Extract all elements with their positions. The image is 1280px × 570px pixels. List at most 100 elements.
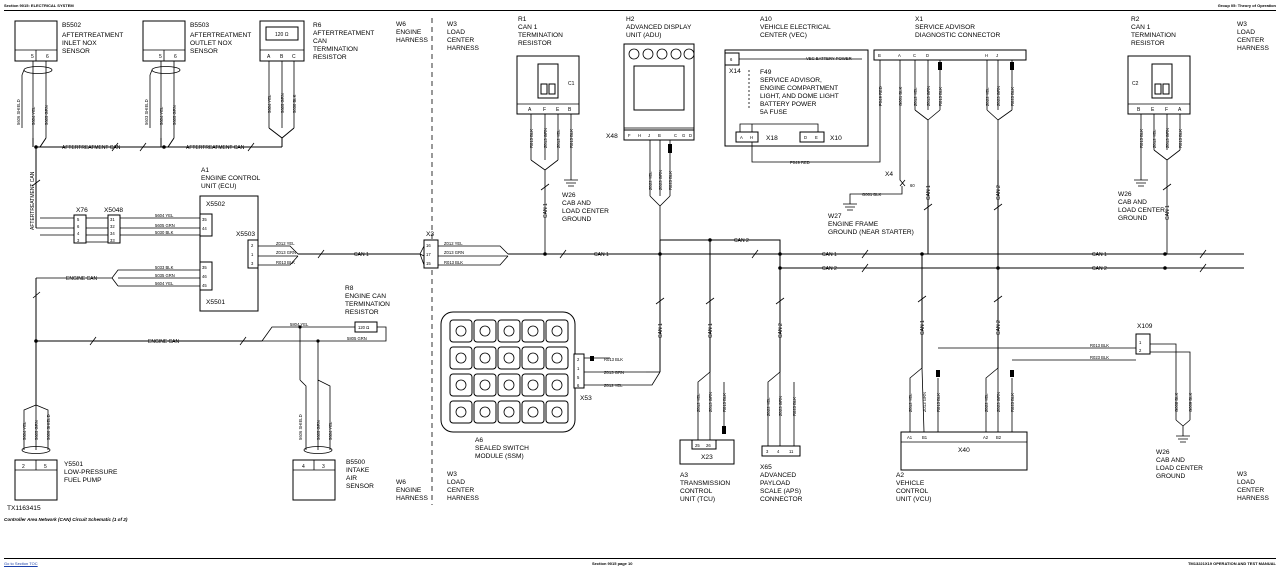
svg-text:A: A [267, 54, 271, 60]
w26-ground-right: W26 CAB AND LOAD CENTER GROUND [1118, 191, 1165, 222]
svg-text:X14: X14 [729, 68, 741, 75]
ssm-switch-icon [455, 325, 467, 337]
svg-text:HARNESS: HARNESS [1237, 495, 1269, 502]
r6-termination-resistor: 120 Ω A B C R6 AFTERTREATMENT CAN TERMIN… [259, 20, 374, 62]
svg-text:Z022 YEL: Z022 YEL [985, 87, 990, 106]
svg-text:LOAD CENTER: LOAD CENTER [562, 208, 609, 215]
svg-text:Z012 YEL: Z012 YEL [556, 129, 561, 148]
ssm-switch-icon [551, 352, 563, 364]
svg-text:5605 GRN: 5605 GRN [280, 93, 285, 113]
svg-text:SERVICE ADVISOR: SERVICE ADVISOR [915, 24, 975, 31]
svg-text:R2: R2 [1131, 16, 1140, 23]
svg-text:CAN 1: CAN 1 [354, 252, 369, 258]
w27-engine-frame-ground: W27 ENGINE FRAME GROUND (NEAR STARTER) [828, 213, 914, 236]
svg-text:AIR: AIR [346, 475, 357, 482]
svg-text:C: C [292, 54, 296, 60]
svg-text:44: 44 [202, 226, 207, 231]
svg-text:SERVICE ADVISOR,: SERVICE ADVISOR, [760, 77, 822, 84]
svg-text:35: 35 [202, 217, 207, 222]
svg-text:W3: W3 [447, 471, 457, 478]
svg-text:B: B [658, 133, 661, 138]
svg-text:X5502: X5502 [206, 201, 225, 208]
header-left: Section 9015: ELECTRICAL SYSTEM [4, 3, 74, 8]
svg-text:RESISTOR: RESISTOR [345, 309, 379, 316]
a6-sealed-switch-module: 2 1 5 6 X53 A6 SEALED SWITCH MODULE (SSM… [440, 311, 592, 460]
svg-text:D: D [689, 133, 692, 138]
svg-text:5606 SHIELD: 5606 SHIELD [298, 414, 303, 440]
svg-text:CAB AND: CAB AND [1118, 199, 1147, 206]
svg-text:A2: A2 [983, 435, 989, 440]
svg-text:HARNESS: HARNESS [396, 37, 428, 44]
svg-text:R013 BLK: R013 BLK [569, 129, 574, 148]
svg-text:R013 BLK: R013 BLK [604, 357, 623, 362]
svg-text:Z012 YEL: Z012 YEL [913, 87, 918, 106]
svg-text:32: 32 [110, 224, 115, 229]
svg-text:5804 YEL: 5804 YEL [290, 322, 309, 327]
bus-label-can2: CAN 2 [734, 238, 749, 244]
svg-text:H: H [985, 53, 988, 58]
svg-text:A3: A3 [680, 472, 688, 479]
svg-text:17: 17 [426, 252, 431, 257]
svg-text:CAN: CAN [313, 38, 327, 45]
svg-text:B: B [280, 54, 284, 60]
svg-text:33: 33 [110, 238, 115, 243]
harness-label-bottom-w6: W6 ENGINE HARNESS [396, 479, 428, 502]
svg-text:R023 BLK: R023 BLK [1090, 355, 1109, 360]
svg-text:4: 4 [77, 231, 80, 236]
svg-text:Z013 GRN: Z013 GRN [604, 370, 624, 375]
svg-text:SENSOR: SENSOR [62, 48, 90, 55]
svg-text:SEALED SWITCH: SEALED SWITCH [475, 445, 529, 452]
svg-text:120 Ω: 120 Ω [275, 32, 289, 38]
svg-text:B: B [1137, 107, 1141, 113]
ssm-switch [473, 319, 497, 343]
svg-text:120 Ω: 120 Ω [358, 325, 369, 330]
svg-text:5604 YEL: 5604 YEL [159, 106, 164, 125]
h2-advanced-display-unit: H2 ADVANCED DISPLAY UNIT (ADU) X48 F H J… [606, 16, 695, 141]
svg-text:C: C [674, 133, 677, 138]
svg-text:5605 GRN: 5605 GRN [34, 420, 39, 440]
svg-text:CAN 1: CAN 1 [1131, 24, 1151, 31]
ssm-switch [497, 346, 521, 370]
svg-text:RESISTOR: RESISTOR [518, 40, 552, 47]
svg-text:R013 BLK: R013 BLK [444, 260, 463, 265]
svg-text:BATTERY POWER: BATTERY POWER [760, 101, 817, 108]
svg-text:CAN 2: CAN 2 [1092, 266, 1107, 272]
svg-text:26: 26 [706, 443, 711, 448]
svg-text:Z013 GRN: Z013 GRN [708, 392, 713, 412]
page-header: Section 9015: ELECTRICAL SYSTEM Group 05… [0, 0, 1280, 12]
svg-text:LOAD: LOAD [447, 479, 465, 486]
figure-id: TX1163415 [7, 505, 41, 512]
svg-text:X5503: X5503 [236, 231, 255, 238]
svg-text:3: 3 [766, 449, 769, 454]
svg-text:AFTERTREATMENT: AFTERTREATMENT [190, 32, 251, 39]
svg-text:15: 15 [426, 261, 431, 266]
x76-connector: X76 5 6 4 3 [73, 207, 88, 244]
a3-transmission-control-unit: 25 26 X23 A3 TRANSMISSION CONTROL UNIT (… [679, 439, 735, 503]
harness-label-top-right-w3: W3 LOAD CENTER HARNESS [1237, 21, 1269, 52]
svg-text:Z012 YEL: Z012 YEL [696, 393, 701, 412]
page-footer: Go to Section TOC Section 9015 page 10 T… [0, 558, 1280, 570]
svg-text:AFTERTREATMENT: AFTERTREATMENT [313, 30, 374, 37]
svg-text:H2: H2 [626, 16, 635, 23]
svg-text:5604 YEL: 5604 YEL [31, 106, 36, 125]
svg-text:W3: W3 [1237, 471, 1247, 478]
svg-text:SENSOR: SENSOR [346, 483, 374, 490]
toc-link[interactable]: Go to Section TOC [4, 561, 38, 566]
footer-page: Section 9015 page 10 [592, 561, 633, 566]
svg-text:ADVANCED: ADVANCED [760, 472, 796, 479]
ssm-switch-icon [503, 352, 515, 364]
svg-text:B: B [568, 107, 572, 113]
svg-text:G008 BLK: G008 BLK [1174, 392, 1179, 412]
ssm-switch-icon [503, 379, 515, 391]
bus-label-can1: CAN 1 [594, 252, 609, 258]
svg-text:RESISTOR: RESISTOR [313, 54, 347, 61]
svg-text:D: D [804, 135, 807, 140]
svg-text:11: 11 [789, 449, 794, 454]
svg-text:31: 31 [110, 217, 115, 222]
svg-text:UNIT (TCU): UNIT (TCU) [680, 496, 715, 503]
svg-text:5A FUSE: 5A FUSE [760, 109, 788, 116]
svg-text:CAN 2: CAN 2 [778, 323, 784, 338]
svg-text:B2: B2 [996, 435, 1002, 440]
svg-text:W6: W6 [396, 21, 406, 28]
svg-text:P049 RED: P049 RED [878, 86, 883, 106]
